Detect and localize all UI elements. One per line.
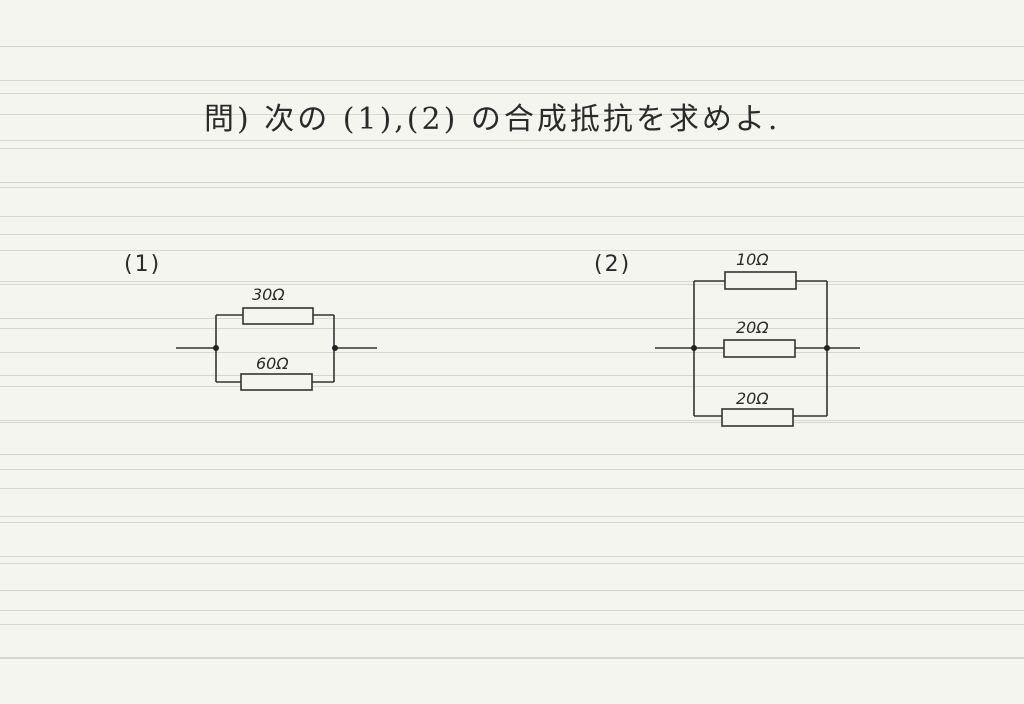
ruled-line xyxy=(0,488,1024,489)
junction-node xyxy=(691,345,697,351)
junction-node xyxy=(213,345,219,351)
ruled-line xyxy=(0,352,1024,353)
ruled-line xyxy=(0,624,1024,625)
ruled-line xyxy=(0,182,1024,183)
ruled-line xyxy=(0,386,1024,387)
resistor-label: 20Ω xyxy=(736,389,769,408)
ruled-line xyxy=(0,114,1024,115)
resistor-20-middle xyxy=(723,339,796,358)
resistor-label: 60Ω xyxy=(256,354,289,373)
resistor-20-bottom xyxy=(721,408,794,427)
ruled-line xyxy=(0,658,1024,659)
question-title: 問) 次の (1),(2) の合成抵抗を求めよ. xyxy=(204,102,781,137)
ruled-line xyxy=(0,318,1024,319)
resistor-30 xyxy=(242,307,314,325)
junction-node xyxy=(332,345,338,351)
problem-1-label: (1) xyxy=(124,252,162,277)
ruled-line xyxy=(0,148,1024,149)
circuit-2: 10Ω 20Ω 20Ω xyxy=(655,250,860,427)
ruled-line xyxy=(0,556,1024,557)
resistor-label: 30Ω xyxy=(252,285,285,304)
resistor-60 xyxy=(240,373,313,391)
resistor-10 xyxy=(724,271,797,290)
junction-node xyxy=(824,345,830,351)
ruled-line xyxy=(0,216,1024,217)
ruled-line xyxy=(0,46,1024,47)
ruled-line xyxy=(0,522,1024,523)
resistor-label: 10Ω xyxy=(736,250,769,269)
ruled-line xyxy=(0,80,1024,81)
ruled-line xyxy=(0,250,1024,251)
problem-2-label: (2) xyxy=(594,252,632,277)
ruled-line xyxy=(0,454,1024,455)
ruled-line xyxy=(0,284,1024,285)
ruled-line xyxy=(0,590,1024,591)
ruled-line xyxy=(0,420,1024,421)
circuit-1: 30Ω 60Ω xyxy=(176,285,377,391)
resistor-label: 20Ω xyxy=(736,318,769,337)
